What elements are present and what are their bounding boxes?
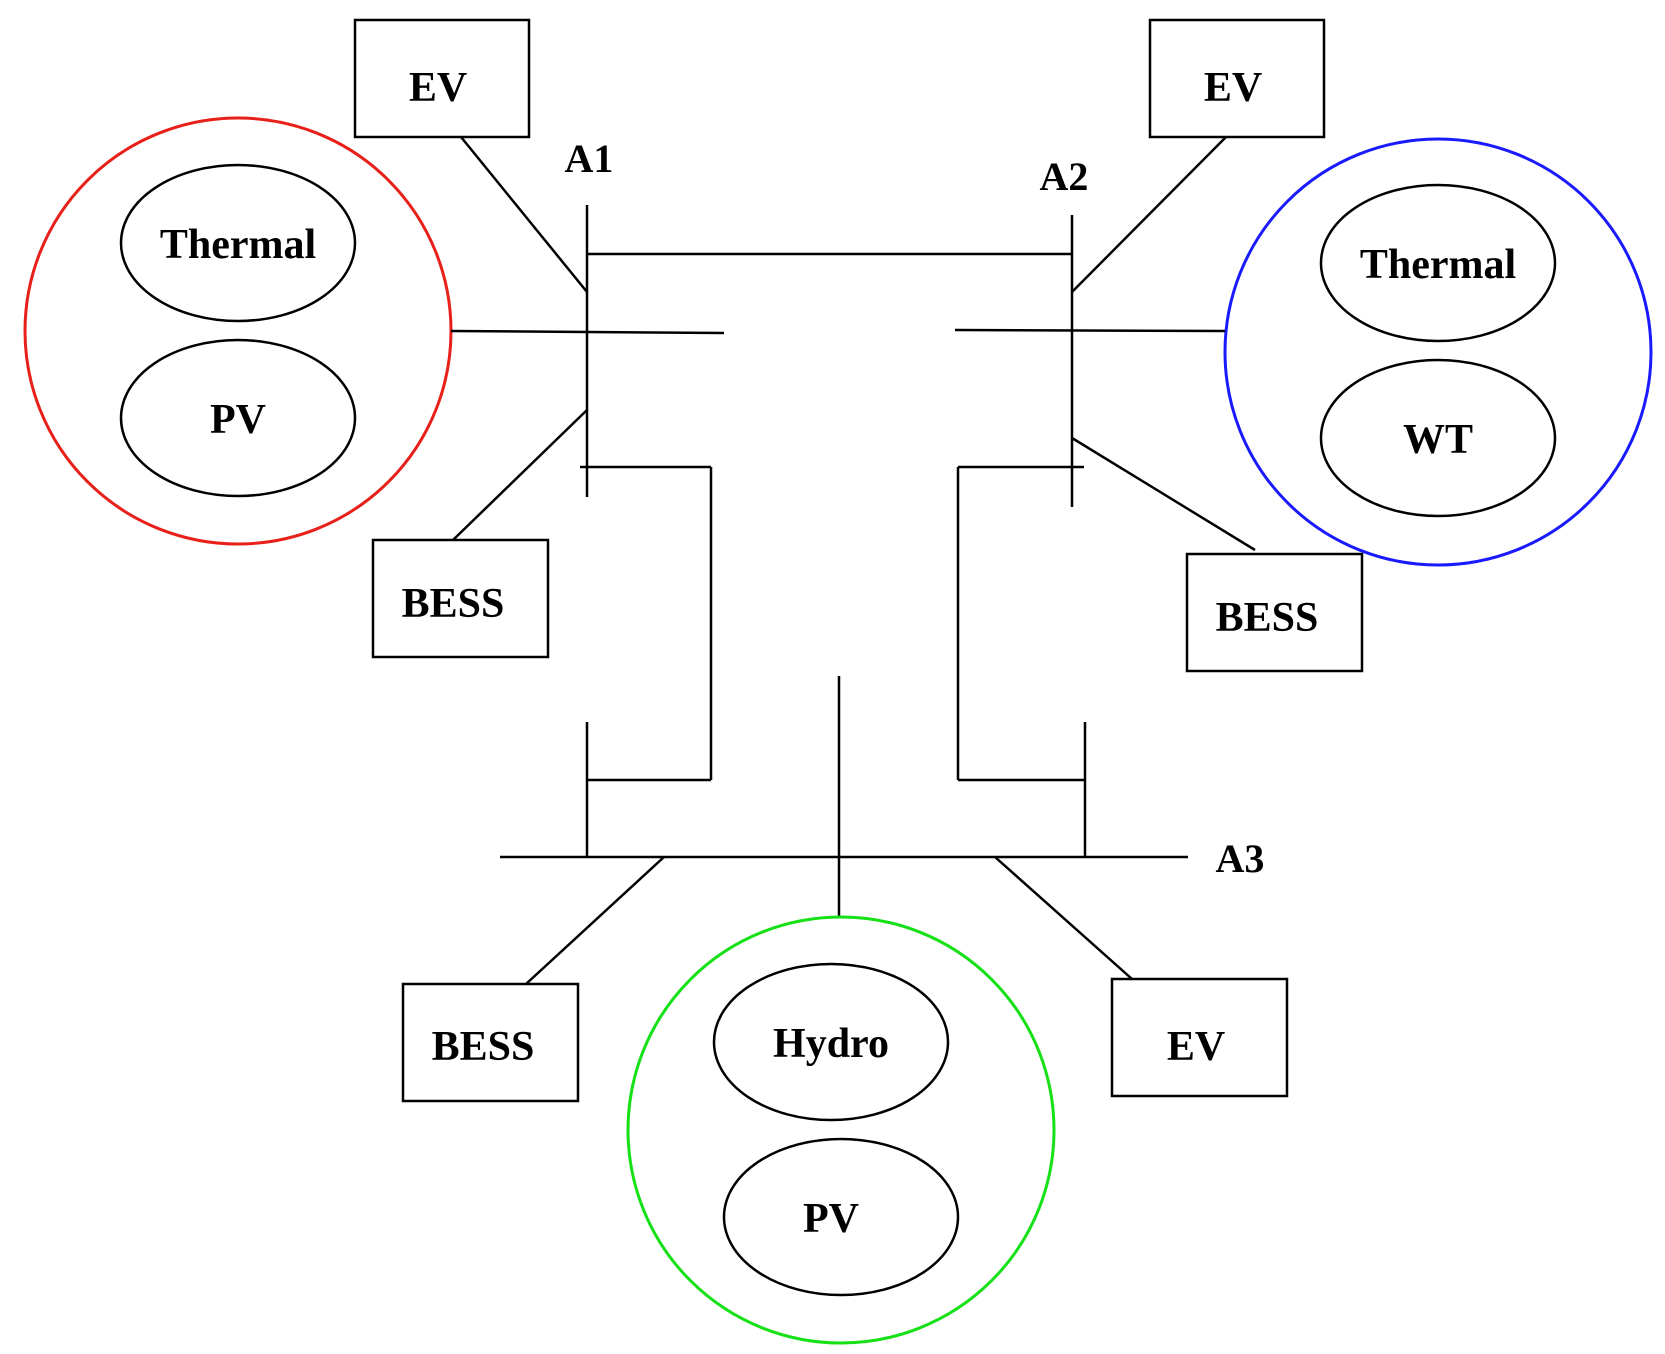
a1-ev-connector <box>460 136 588 293</box>
a3-ev-label: EV <box>1167 1024 1225 1070</box>
tie-lines <box>580 252 1087 857</box>
a1-bus-label: A1 <box>565 136 614 181</box>
a2-wt-label: WT <box>1403 417 1473 463</box>
a2-bess-box <box>1185 552 1364 673</box>
a2-ev-label: EV <box>1204 65 1262 111</box>
a2-generation-cluster <box>1223 137 1653 567</box>
a1-bess-label: BESS <box>402 581 505 627</box>
a3-bess-label: BESS <box>432 1024 535 1070</box>
a3-pv-unit <box>722 1137 960 1297</box>
a1-bess-box <box>371 538 550 659</box>
area-a2: Thermal WT EV BESS A2 <box>954 18 1653 673</box>
a3-bus-label: A3 <box>1216 836 1265 881</box>
a2-ev-connector <box>1071 136 1227 293</box>
a1-pv-label: PV <box>210 397 266 443</box>
a1-pv-unit <box>119 338 357 498</box>
a3-pv-label: PV <box>803 1196 859 1242</box>
area-a1: Thermal PV EV BESS A1 <box>23 18 725 659</box>
a2-gen-connector <box>954 328 1226 333</box>
a3-bess-box <box>401 982 580 1103</box>
area-a3: A3 Hydro PV BESS EV <box>401 676 1289 1345</box>
a1-thermal-label: Thermal <box>160 222 316 268</box>
a3-generation-cluster <box>626 915 1056 1345</box>
a1-ev-box <box>353 18 531 139</box>
a3-hydro-label: Hydro <box>773 1021 889 1067</box>
a3-bess-connector <box>525 856 665 985</box>
a3-ev-connector <box>994 856 1133 980</box>
a1-bess-connector <box>452 409 588 541</box>
a1-gen-connector <box>450 329 725 335</box>
a2-bess-label: BESS <box>1216 595 1319 641</box>
a1-ev-label: EV <box>409 65 467 111</box>
a2-ev-box <box>1148 18 1326 139</box>
a1-thermal-unit <box>119 163 357 323</box>
a3-ev-box <box>1110 977 1289 1098</box>
a2-bess-connector <box>1071 436 1256 552</box>
a2-thermal-label: Thermal <box>1360 242 1516 288</box>
a2-wt-unit <box>1319 358 1557 518</box>
a3-hydro-unit <box>712 962 950 1122</box>
a2-bus-label: A2 <box>1040 154 1089 199</box>
a2-thermal-unit <box>1319 183 1557 343</box>
